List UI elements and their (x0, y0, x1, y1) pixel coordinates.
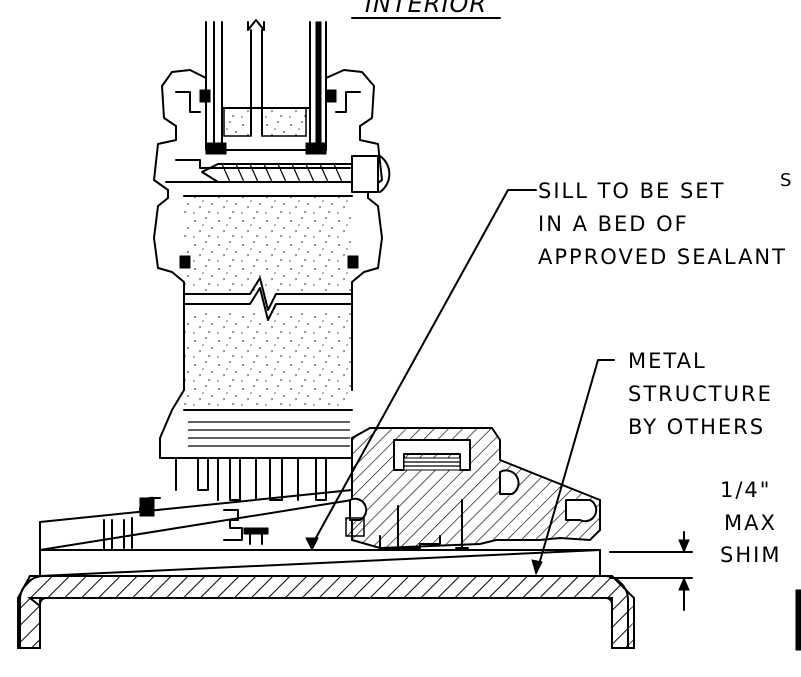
metal-structure-note: METAL STRUCTURE BY OTHERS (628, 349, 773, 439)
wood-block (345, 427, 601, 551)
sill-note-line-1: SILL TO BE SET (538, 179, 725, 203)
edge-letter: S (780, 170, 793, 191)
metal-note-line-3: BY OTHERS (628, 415, 765, 439)
shim-note: 1/4" MAX SHIM (720, 478, 781, 567)
sill-note: SILL TO BE SET IN A BED OF APPROVED SEAL… (538, 179, 787, 269)
shim-note-line-3: SHIM (720, 543, 781, 567)
shim-and-structure (17, 549, 801, 651)
sill-note-line-2: IN A BED OF (538, 212, 689, 236)
metal-note-line-1: METAL (628, 349, 707, 373)
interior-label: INTERIOR (365, 0, 487, 18)
frame-profile (153, 69, 391, 391)
leader-lines (305, 189, 615, 576)
shim-note-line-1: 1/4" (720, 478, 771, 502)
shim-dimension (609, 531, 693, 611)
shim-note-line-2: MAX (724, 511, 777, 535)
glazing-unit (205, 19, 327, 155)
sill-profile (39, 389, 353, 551)
sill-note-line-3: APPROVED SEALANT (538, 245, 787, 269)
metal-note-line-2: STRUCTURE (628, 382, 773, 406)
insulation-infill (183, 196, 353, 447)
